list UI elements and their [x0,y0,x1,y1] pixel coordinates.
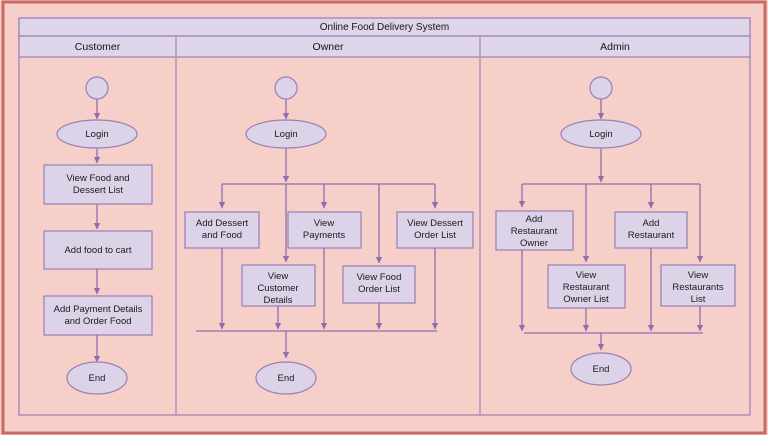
owner-view-food-order-list-node[interactable] [342,265,416,304]
owner-start-node[interactable] [274,76,298,100]
customer-add-cart-label-1: Add food to cart [64,245,131,256]
customer-login-label: Login [85,129,108,140]
owner-end-label: End [278,373,295,384]
lane-header-row [18,35,751,58]
admin-add-restaurant-owner-node[interactable] [495,210,574,251]
customer-view-food-node[interactable] [43,164,153,205]
customer-end-label: End [89,373,106,384]
admin-add-restaurant-node[interactable] [614,211,688,249]
admin-end-label: End [593,364,610,375]
owner-view-dessert-order-list-node[interactable] [396,211,474,249]
admin-start-node[interactable] [589,76,613,100]
customer-start-node[interactable] [85,76,109,100]
customer-payment-node[interactable] [43,295,153,336]
lane-title-owner: Owner [313,41,344,53]
customer-end-node[interactable] [66,361,128,395]
owner-login-label: Login [274,129,297,140]
lane-title-customer: Customer [75,41,121,53]
admin-end-node[interactable] [570,352,632,386]
owner-view-payments-node[interactable] [287,211,362,249]
diagram-title: Online Food Delivery System [320,22,450,33]
owner-view-customer-details-node[interactable] [241,264,316,307]
owner-add-dessert-food-node[interactable] [184,211,260,249]
owner-end-node[interactable] [255,361,317,395]
lane-title-admin: Admin [600,41,630,53]
customer-add-cart-node[interactable] [43,230,153,270]
admin-view-restaurants-list-node[interactable] [660,264,736,307]
admin-view-restaurant-owner-list-node[interactable] [547,264,626,309]
admin-login-label: Login [589,129,612,140]
